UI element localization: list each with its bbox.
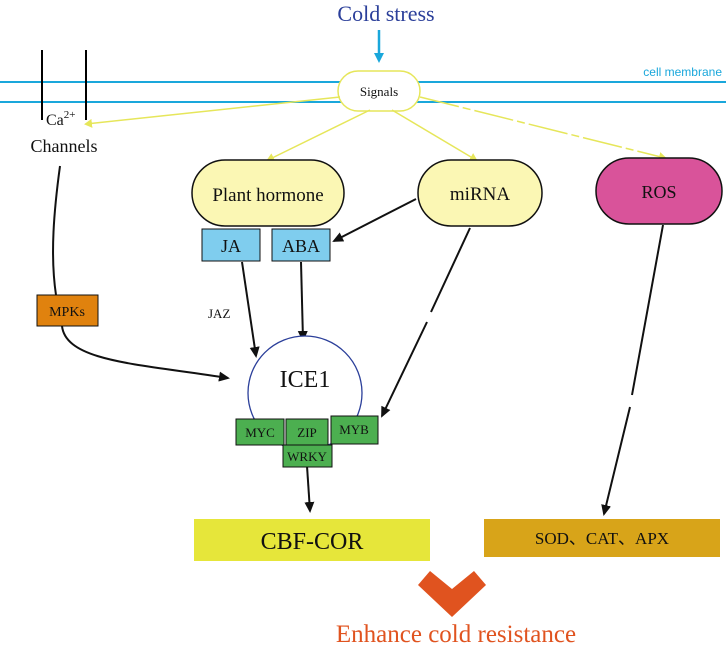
jaz-label: JAZ	[208, 306, 230, 321]
wrky-box	[282, 444, 333, 468]
cell-membrane-label: cell membrane	[643, 65, 722, 79]
tf-to-cbf-arrow	[304, 465, 315, 513]
mpks-label: MPKs	[49, 305, 85, 320]
mpks-box	[36, 294, 99, 327]
ja-box	[201, 228, 261, 262]
plant-hormone-label: Plant hormone	[212, 185, 323, 206]
outcome-label: Enhance cold resistance	[336, 621, 576, 647]
ros-to-antioxidants-arrow	[604, 224, 664, 514]
ros-node	[595, 157, 723, 225]
outcome-chevron-icon	[418, 571, 486, 617]
mirna-to-aba-arrow	[332, 198, 417, 242]
zip-label: ZIP	[297, 425, 317, 440]
cbf-cor-box	[194, 519, 430, 561]
aba-label: ABA	[282, 236, 320, 256]
cold-stress-title: Cold stress	[337, 1, 434, 26]
signals-label: Signals	[360, 84, 398, 99]
ice1-label: ICE1	[280, 367, 331, 393]
ja-label: JA	[221, 236, 241, 256]
pathway-arrows	[52, 165, 664, 514]
myc-label: MYC	[245, 425, 275, 440]
channel-to-mpks-line	[52, 165, 61, 296]
wrky-label: WRKY	[287, 449, 327, 464]
signal-arrows	[84, 96, 667, 162]
mirna-label: miRNA	[450, 184, 510, 205]
myb-label: MYB	[339, 422, 369, 437]
cbf-cor-label: CBF-COR	[261, 529, 364, 555]
myb-box	[330, 415, 379, 445]
antioxidant-box	[484, 519, 720, 557]
myc-box	[235, 418, 285, 446]
aba-box	[271, 228, 331, 262]
mirna-to-myb-arrow	[382, 227, 471, 416]
channels-label: Channels	[31, 136, 98, 156]
signals-node	[337, 70, 421, 112]
plant-hormone-node	[191, 159, 345, 227]
mpks-to-ice1-arrow	[61, 325, 230, 382]
ca-symbol: Ca	[46, 112, 64, 129]
ca-ion-label: Ca2+	[46, 109, 76, 129]
ja-to-ice1-arrow	[241, 261, 260, 358]
antioxidant-label: SOD、CAT、APX	[535, 529, 669, 548]
mirna-node	[417, 159, 543, 227]
ros-label: ROS	[641, 182, 676, 202]
aba-to-ice1-arrow	[297, 261, 308, 342]
ca-channel	[41, 50, 87, 120]
ca-charge: 2+	[64, 109, 76, 121]
